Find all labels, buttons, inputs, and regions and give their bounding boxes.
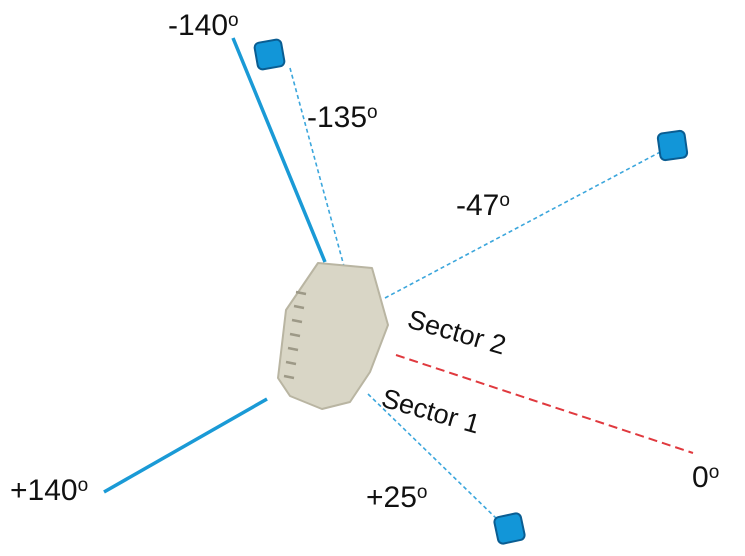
reference-line-zero bbox=[395, 354, 694, 454]
angle-label-neg140: -140o bbox=[168, 9, 239, 42]
target-line-neg47 bbox=[384, 149, 665, 299]
angle-label-zero: 0o bbox=[692, 461, 719, 494]
sector-1-label: Sector 1 bbox=[378, 383, 483, 440]
angle-label-neg47: -47o bbox=[456, 189, 510, 222]
boundary-line-neg140 bbox=[231, 37, 327, 263]
marker-neg135 bbox=[253, 38, 286, 71]
target-line-pos25 bbox=[367, 393, 501, 523]
angle-label-neg135: -135o bbox=[307, 101, 378, 134]
marker-neg47 bbox=[656, 129, 689, 162]
angle-label-pos25: +25o bbox=[366, 481, 427, 514]
sector-2-label: Sector 2 bbox=[404, 304, 509, 361]
angle-label-pos140: +140o bbox=[10, 474, 88, 507]
device-ridges bbox=[283, 290, 307, 380]
device-body bbox=[277, 262, 389, 410]
boundary-line-pos140 bbox=[103, 397, 268, 494]
marker-pos25 bbox=[493, 512, 526, 545]
